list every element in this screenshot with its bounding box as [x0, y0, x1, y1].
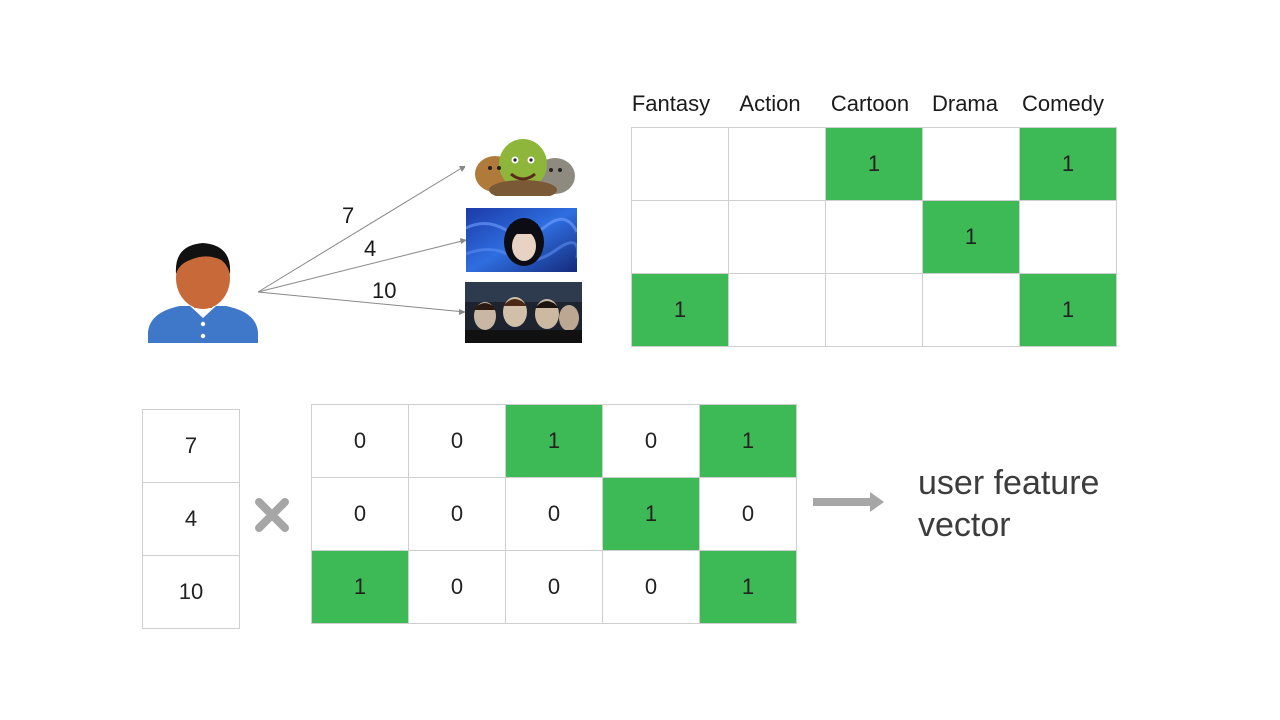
- matrix-cell: 0: [700, 478, 797, 551]
- rating-line-2: [257, 239, 467, 293]
- genre-header-fantasy: Fantasy: [631, 91, 711, 116]
- matrix-cell: 0: [312, 478, 409, 551]
- genre-header-drama: Drama: [931, 91, 998, 116]
- matrix-cell: 0: [312, 405, 409, 478]
- matrix-cell: [826, 274, 923, 347]
- matrix-cell: 1: [923, 201, 1020, 274]
- matrix-cell: [729, 201, 826, 274]
- movie-poster-drama: [466, 208, 577, 272]
- matrix-cell: [632, 128, 729, 201]
- matrix-cell: 1: [700, 405, 797, 478]
- matrix-cell: 1: [632, 274, 729, 347]
- user-avatar-icon: [148, 243, 258, 343]
- matrix-cell: 0: [506, 478, 603, 551]
- matrix-cell: 0: [409, 405, 506, 478]
- genre-header-cartoon: Cartoon: [830, 91, 910, 116]
- binary-genre-matrix: 0 0 1 0 1 0 0 0 1 0 1 0 0 0 1: [311, 404, 797, 624]
- matrix-cell: 1: [312, 551, 409, 624]
- user-feature-vector-caption: user feature vector: [918, 464, 1100, 544]
- vector-cell: 7: [143, 410, 240, 483]
- matrix-cell: [923, 128, 1020, 201]
- matrix-cell: 1: [603, 478, 700, 551]
- vector-cell: 4: [143, 483, 240, 556]
- matrix-cell: [729, 128, 826, 201]
- matrix-cell: 0: [409, 551, 506, 624]
- matrix-cell: [923, 274, 1020, 347]
- matrix-cell: 1: [700, 551, 797, 624]
- matrix-cell: 0: [409, 478, 506, 551]
- rating-label-3: 10: [372, 278, 397, 303]
- multiply-icon: [255, 498, 289, 532]
- matrix-cell: 0: [603, 551, 700, 624]
- matrix-cell: [826, 201, 923, 274]
- matrix-cell: [729, 274, 826, 347]
- rating-line-3: [257, 291, 466, 313]
- movie-genre-matrix: 1 1 1 1 1: [631, 127, 1117, 347]
- movie-poster-fantasy: [465, 282, 582, 343]
- matrix-cell: [1020, 201, 1117, 274]
- matrix-cell: 1: [1020, 274, 1117, 347]
- matrix-cell: [632, 201, 729, 274]
- rating-label-2: 4: [364, 236, 377, 261]
- matrix-cell: 0: [506, 551, 603, 624]
- ratings-vector: 7 4 10: [142, 409, 240, 629]
- movie-poster-cartoon: [465, 130, 581, 196]
- matrix-cell: 1: [826, 128, 923, 201]
- genre-header-action: Action: [739, 91, 801, 116]
- right-arrow-icon: [813, 492, 884, 512]
- matrix-cell: 1: [1020, 128, 1117, 201]
- rating-label-1: 7: [342, 203, 355, 228]
- rating-line-1: [257, 165, 466, 293]
- matrix-cell: 1: [506, 405, 603, 478]
- genre-header-comedy: Comedy: [1022, 91, 1104, 116]
- vector-cell: 10: [143, 556, 240, 629]
- matrix-cell: 0: [603, 405, 700, 478]
